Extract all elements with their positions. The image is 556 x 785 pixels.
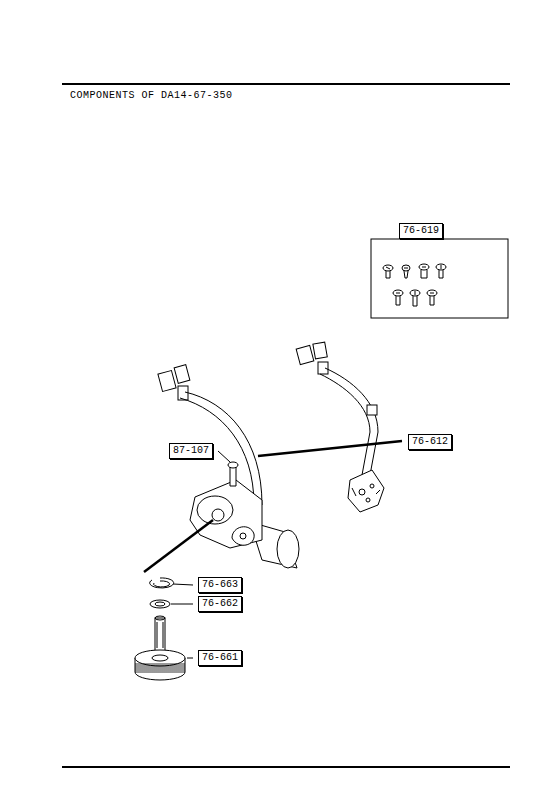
washer-ring <box>150 578 174 588</box>
washer <box>150 600 170 608</box>
leader-line <box>173 584 193 585</box>
callout-number: 76-619 <box>403 225 439 237</box>
callout-box: 76-663 <box>198 577 242 593</box>
harness-right <box>296 342 384 512</box>
callout-box: 76-619 <box>399 223 443 239</box>
leader-line <box>171 604 193 605</box>
callout-box: 76-661 <box>198 650 242 666</box>
leader-line <box>144 520 213 572</box>
callout-box: 76-612 <box>408 434 452 450</box>
callout-number: 76-663 <box>202 579 238 591</box>
screws <box>383 264 446 306</box>
diagram-title: COMPONENTS OF DA14-67-350 <box>70 90 233 101</box>
callout-number: 87-107 <box>173 445 209 457</box>
callout-number: 76-612 <box>412 436 448 448</box>
leader-line <box>218 451 230 462</box>
callout-box: 76-662 <box>198 596 242 612</box>
harness-left <box>158 365 262 505</box>
bottom-rule <box>62 766 510 768</box>
leader-line <box>258 441 402 456</box>
callout-number: 76-661 <box>202 652 238 664</box>
callout-box: 87-107 <box>169 443 213 459</box>
top-rule <box>62 83 510 85</box>
screw-kit-frame <box>371 239 508 318</box>
wiper-motor <box>190 462 299 568</box>
callout-number: 76-662 <box>202 598 238 610</box>
leader-line <box>187 658 193 659</box>
gear-shaft <box>135 616 185 680</box>
